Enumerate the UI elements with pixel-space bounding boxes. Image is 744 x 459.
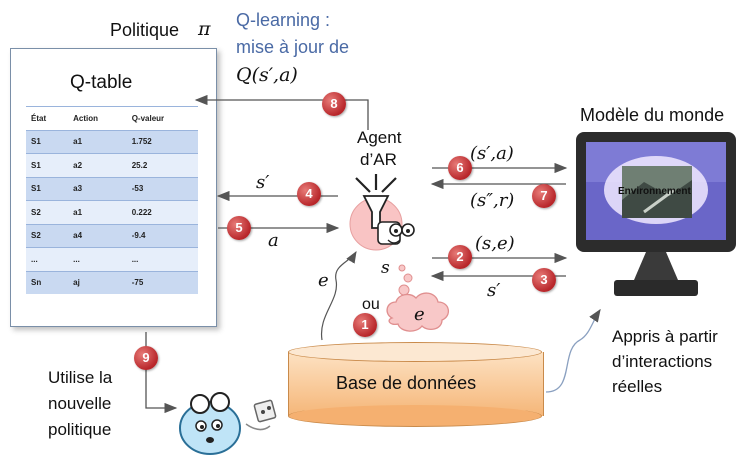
table-row: ......... [26,247,198,271]
qlearning-subtitle: mise à jour de [236,37,350,57]
cell-qvalue: 25.2 [126,153,198,177]
arrow-e [320,250,357,341]
agent-icon [349,174,415,251]
pi-symbol: π [198,18,211,40]
label-agent-s: s [381,258,390,278]
cell-state: ... [26,247,69,271]
cell-action: a2 [68,153,127,177]
database-bottom [288,405,542,427]
newpolicy-line2: nouvelle [48,394,112,413]
cell-action: aj [68,270,127,294]
arrow-db-world [545,308,601,393]
qtable-header-action: Action [68,106,127,130]
badge-3: 3 [532,268,556,292]
cell-qvalue: 1.752 [126,129,198,154]
monitor-icon [576,132,736,296]
label-e6: (s′,a) [470,143,514,164]
cell-state: S1 [26,129,69,154]
database-top [288,342,542,362]
agent-label-line2: d’AR [360,150,397,169]
cell-state: S1 [26,153,69,177]
badge-4: 4 [297,182,321,206]
mascot-icon [179,392,277,455]
cell-state: S1 [26,176,69,201]
cell-action: ... [68,247,127,271]
arrow-8 [194,94,369,130]
cell-qvalue: -9.4 [126,223,198,248]
cell-state: S2 [26,223,69,248]
newpolicy-line1: Utilise la [48,368,113,387]
cell-action: a1 [68,200,127,224]
qlearning-title: Q-learning : [236,10,331,30]
thought-cloud-icon [386,264,449,332]
cell-qvalue: ... [126,247,198,271]
badge-9: 9 [134,346,158,370]
badge-6: 6 [448,156,472,180]
badge-5: 5 [227,216,251,240]
politique-label: Politique [110,20,180,40]
screen-label: Environnement [618,186,691,197]
database-label: Base de données [336,373,477,393]
qtable-header-row: État Action Q-valeur [26,106,198,130]
qtable-header-state: État [26,106,69,130]
agent-label-line1: Agent [357,128,402,147]
qtable-header-qvalue: Q-valeur [126,106,198,130]
learned-line1: Appris à partir [612,327,718,346]
badge-8: 8 [322,92,346,116]
label-e7: (s″,r) [470,190,515,211]
cell-qvalue: -53 [126,176,198,201]
label-e4: s′ [256,172,270,193]
learned-line2: d’interactions [612,352,713,371]
qtable-title: Q-table [70,72,133,93]
cloud-e-label: e [414,304,425,325]
cell-state: S2 [26,200,69,224]
cell-action: a1 [68,129,127,154]
label-e-left: e [318,270,329,291]
label-ou: ou [362,296,380,313]
cell-state: Sn [26,270,69,294]
badge-1: 1 [353,313,377,337]
label-e5: a [268,230,279,251]
badge-7: 7 [532,184,556,208]
cell-action: a3 [68,176,127,201]
label-e3: s′ [487,280,501,301]
world-title: Modèle du monde [580,105,725,125]
learned-line3: réelles [612,377,663,396]
newpolicy-line3: politique [48,420,112,439]
cell-qvalue: -75 [126,270,198,294]
cell-qvalue: 0.222 [126,200,198,224]
badge-2: 2 [448,245,472,269]
cell-action: a4 [68,223,127,248]
label-e2: (s,e) [475,233,515,254]
qlearning-formula: Q(s′,a) [236,64,298,86]
